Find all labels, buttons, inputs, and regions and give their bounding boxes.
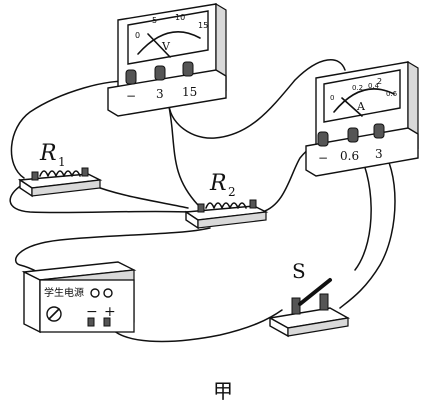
resistor-r1: R 1 [17,141,103,198]
voltmeter-needle [147,33,171,58]
ammeter-scale-arc [333,88,395,113]
ammeter: 2 0 0.2 0.4 0.6 A − 0.6 3 [305,60,419,177]
voltmeter-terminal-15[interactable] [182,61,194,77]
voltmeter-scale-arc [137,30,201,55]
voltmeter-terminal-minus[interactable] [125,69,137,85]
resistor-r2-terminal-right[interactable] [249,199,257,209]
ammeter-scale-02: 0.2 [352,84,363,92]
ammeter-needle [341,97,363,117]
power-supply-dial-pointer [48,308,60,320]
ammeter-scale-06: 0.6 [386,90,398,98]
power-supply-terminal-plus[interactable] [103,317,111,327]
wire-v-15-ammeter [168,59,346,139]
voltmeter-scale-0: 0 [135,31,140,40]
ammeter-label-06: 0.6 [340,149,359,163]
resistor-r1-terminal-left[interactable] [31,171,39,181]
resistor-r2-coil [205,202,247,209]
power-supply-plus: + [104,304,116,320]
wire-r1-r2 [91,184,189,209]
voltmeter-symbol: V [161,40,171,53]
wire-ammeter-switch [339,145,396,309]
voltmeter-terminal-3[interactable] [154,65,166,81]
wire-v-minus-r1 [10,80,131,179]
power-supply-knob-2[interactable] [103,288,113,298]
ammeter-scale-04: 0.4 [368,82,380,90]
resistor-r2-letter: R [209,171,227,196]
resistor-r1-letter: R [39,141,57,166]
voltmeter-label-minus: − [126,89,136,103]
voltmeter-scale-15: 15 [198,21,208,30]
switch-s: S [267,259,351,338]
resistor-r1-subscript: 1 [58,155,66,169]
voltmeter-scale-5: 5 [152,16,157,25]
switch-post-right [319,293,329,311]
ammeter-top-label: 2 [377,77,382,86]
voltmeter-scale-10: 10 [175,13,185,22]
ammeter-terminal-06[interactable] [347,127,359,143]
ammeter-label-minus: − [318,151,328,165]
ammeter-terminal-3[interactable] [373,123,385,139]
voltmeter-label-15: 15 [182,85,197,99]
ammeter-terminal-minus[interactable] [317,131,329,147]
voltmeter-label-3: 3 [156,87,164,101]
power-supply-terminal-minus[interactable] [87,317,95,327]
resistor-r2: R 2 [183,171,269,230]
switch-label: S [292,259,306,283]
power-supply-label: 学生电源 [44,286,84,299]
power-supply-minus: − [86,304,98,320]
switch-post-left [291,297,301,315]
resistor-r1-terminal-right[interactable] [81,167,89,177]
resistor-r2-subscript: 2 [228,185,236,199]
switch-blade[interactable] [298,278,332,306]
resistor-r2-terminal-left[interactable] [197,203,205,213]
voltmeter: 0 5 10 15 V − 3 15 [107,2,227,117]
resistor-r1-coil [39,170,81,177]
ammeter-symbol: A [356,100,366,113]
figure-caption: 甲 [213,379,233,403]
power-supply: 学生电源 − + [21,261,137,334]
ammeter-label-3: 3 [375,147,383,161]
ammeter-scale-0: 0 [330,94,334,102]
power-supply-knob-1[interactable] [90,288,100,298]
wire-r1-left [9,184,189,214]
wire-power-plus [107,309,283,343]
